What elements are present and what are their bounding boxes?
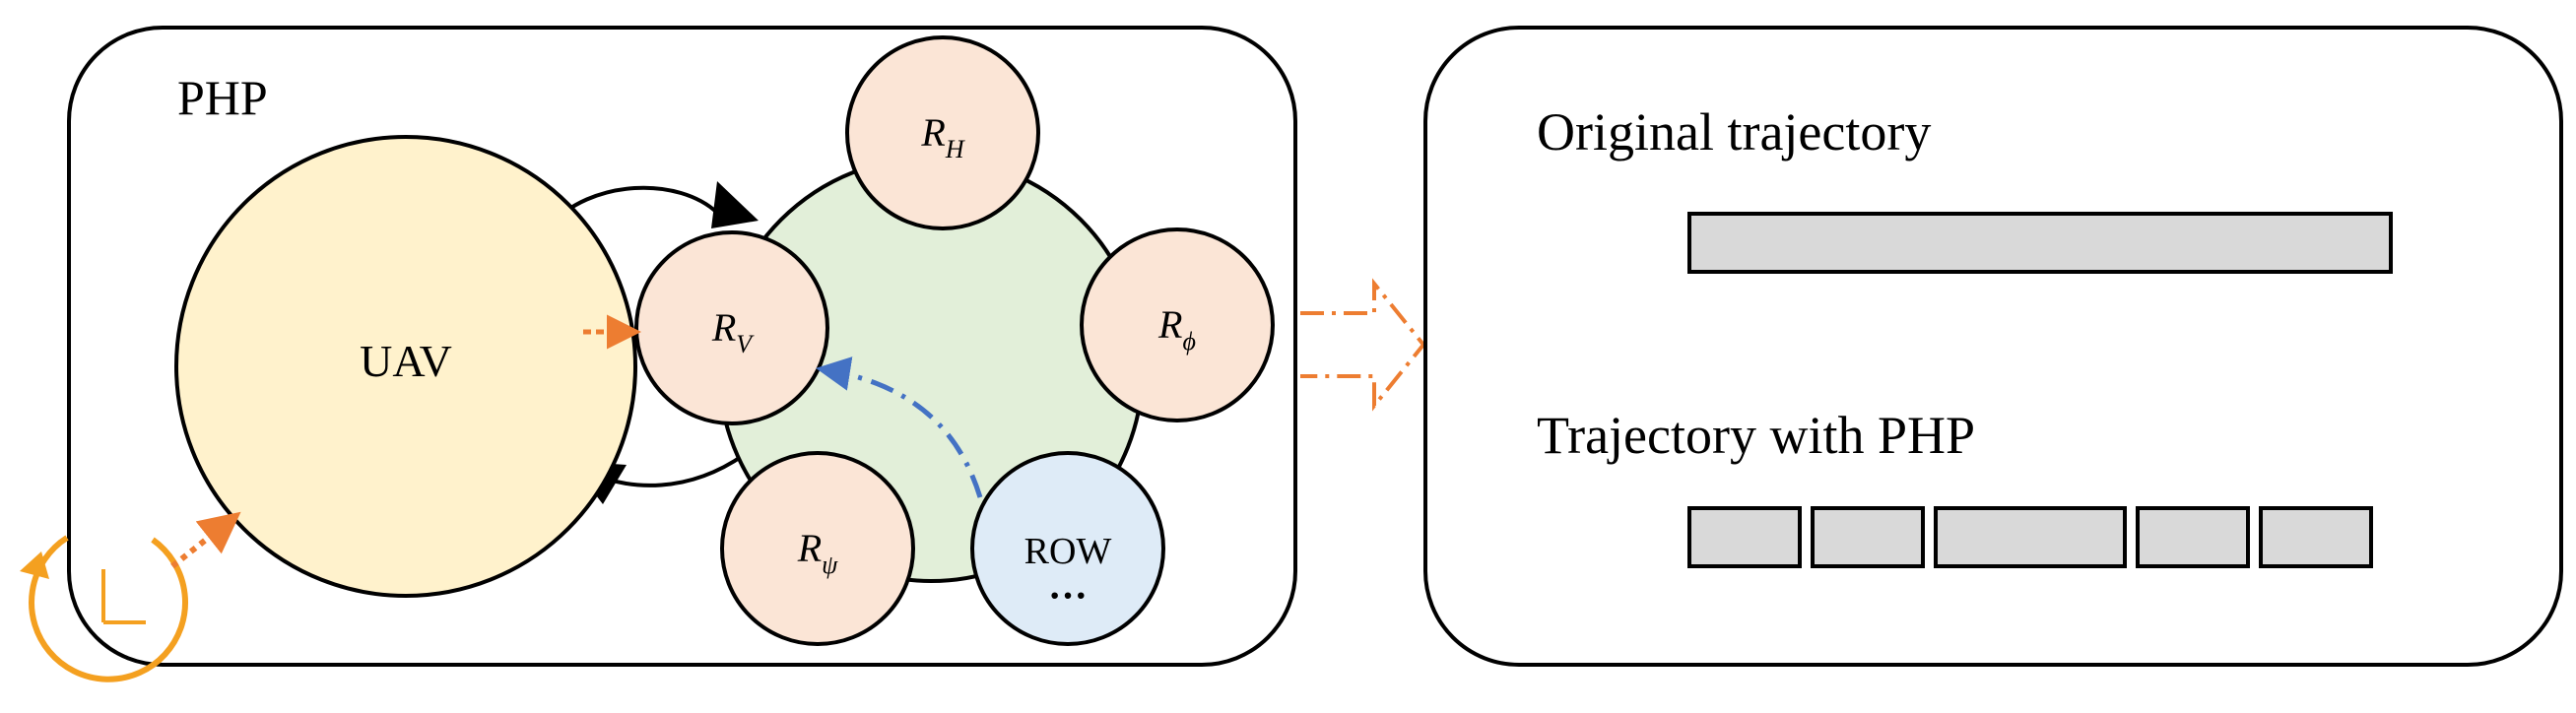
node-r-h-main: R	[920, 110, 945, 155]
svg-text:Rψ: Rψ	[797, 526, 838, 579]
node-r-psi-main: R	[797, 526, 822, 570]
node-r-v-main: R	[711, 305, 736, 350]
row-to-rv-arrow	[816, 356, 983, 498]
node-r-psi-sub: ψ	[822, 551, 838, 579]
uav-label: UAV	[360, 336, 452, 386]
trajectory-segment	[1934, 506, 2127, 568]
trajectory-segment	[1811, 506, 1925, 568]
clock-to-uav-arrow	[170, 511, 241, 569]
clock-icon	[20, 535, 188, 682]
php-trajectory-segments	[1687, 506, 2373, 568]
node-r-phi-main: R	[1157, 302, 1182, 347]
node-r-phi-sub: ϕ	[1182, 327, 1195, 356]
trajectory-segment	[2259, 506, 2373, 568]
transition-arrow	[1300, 278, 1426, 412]
node-r-psi: Rψ	[720, 451, 915, 646]
node-r-v: RV	[634, 230, 829, 425]
trajectory-segment	[2136, 506, 2250, 568]
php-title: PHP	[177, 70, 268, 125]
node-row-label: ROW	[1024, 531, 1112, 572]
node-r-v-sub: V	[736, 330, 755, 358]
trajectory-segment	[1687, 506, 1802, 568]
node-row: ROW ···	[970, 451, 1165, 646]
svg-text:RH: RH	[920, 110, 964, 163]
original-trajectory-bar	[1687, 212, 2393, 274]
svg-text:Rϕ: Rϕ	[1157, 302, 1196, 356]
node-r-phi: Rϕ	[1080, 227, 1275, 422]
loop-arrowhead-top	[711, 181, 759, 228]
node-row-ellipsis: ···	[1048, 573, 1088, 617]
php-trajectory-label: Trajectory with PHP	[1537, 406, 1975, 465]
node-r-h: RH	[845, 35, 1040, 230]
original-trajectory-label: Original trajectory	[1537, 102, 1931, 162]
trajectory-panel	[1423, 26, 2563, 667]
uav-circle	[174, 135, 637, 598]
svg-text:RV: RV	[711, 305, 755, 358]
node-r-h-sub: H	[945, 135, 965, 163]
